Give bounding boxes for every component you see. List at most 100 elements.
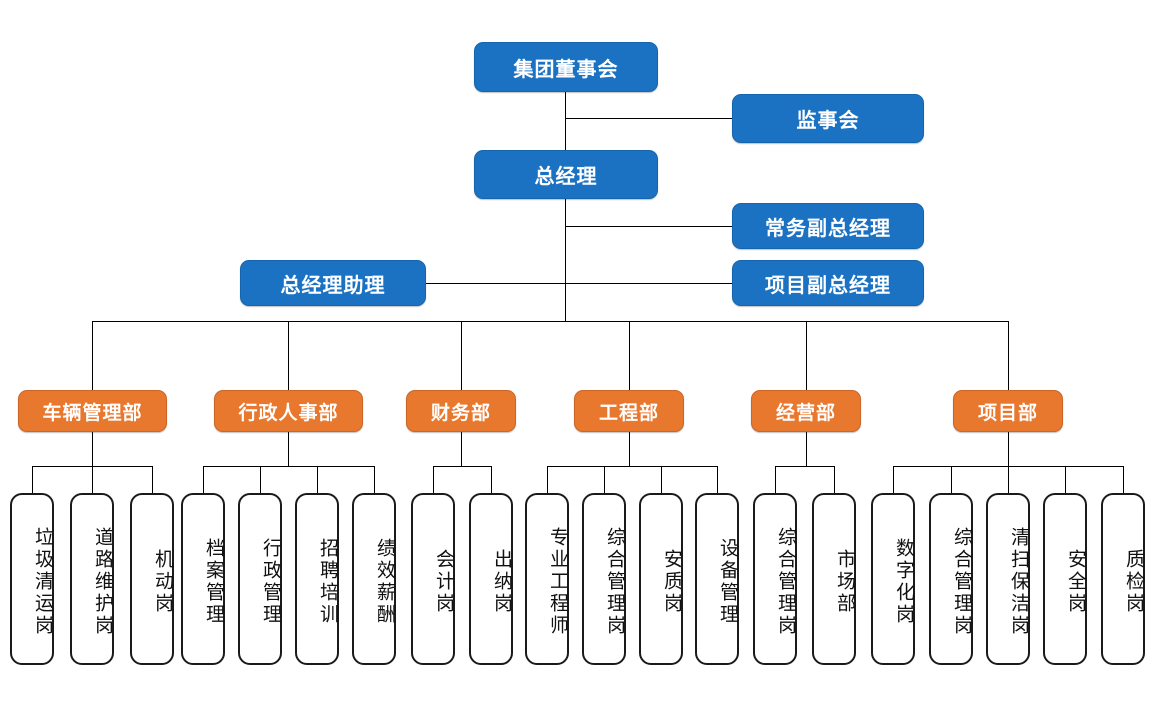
connector-dept-6-post-5 — [1123, 466, 1124, 493]
node-general-manager-label: 总经理 — [534, 166, 598, 188]
node-post-2-1[interactable]: 档案管理 — [181, 493, 225, 665]
connector-dept-2-bus — [203, 466, 374, 467]
node-board-of-directors[interactable]: 集团董事会 — [474, 42, 658, 92]
node-post-3-2[interactable]: 出纳岗 — [469, 493, 513, 665]
node-supervisory-board-label: 监事会 — [796, 110, 860, 132]
connector-dept-6-post-3 — [1008, 466, 1009, 493]
node-post-1-1-label: 垃圾清运岗 — [32, 527, 53, 637]
node-board-of-directors-label: 集团董事会 — [513, 58, 619, 81]
node-exec-vice-general-manager[interactable]: 常务副总经理 — [732, 203, 924, 249]
node-post-3-2-label: 出纳岗 — [491, 549, 512, 615]
connector-dept-4-stem — [629, 432, 630, 466]
connector-bus-to-dept-2 — [288, 321, 289, 390]
node-post-1-1[interactable]: 垃圾清运岗 — [10, 493, 54, 665]
node-department-3-label: 财务部 — [430, 402, 491, 424]
node-department-1-label: 车辆管理部 — [42, 402, 143, 424]
node-post-6-4[interactable]: 安全岗 — [1043, 493, 1087, 665]
connector-gm-stem — [565, 198, 566, 322]
connector-bus-to-dept-3 — [461, 321, 462, 390]
connector-dept-4-post-4 — [717, 466, 718, 493]
node-post-5-1[interactable]: 综合管理岗 — [753, 493, 797, 665]
connector-dept-2-post-3 — [317, 466, 318, 493]
node-post-2-3-label: 招聘培训 — [317, 538, 338, 626]
connector-board-to-gm — [565, 92, 566, 152]
connector-dept-6-post-1 — [893, 466, 894, 493]
connector-bus-to-dept-5 — [806, 321, 807, 390]
department-bus-line — [92, 321, 1009, 322]
connector-dept-3-post-2 — [491, 466, 492, 493]
node-department-6[interactable]: 项目部 — [953, 390, 1063, 432]
node-post-5-2-label: 市场部 — [834, 549, 855, 615]
node-post-2-3[interactable]: 招聘培训 — [295, 493, 339, 665]
connector-dept-3-stem — [461, 432, 462, 466]
connector-dept-5-bus — [775, 466, 834, 467]
connector-dept-4-post-2 — [604, 466, 605, 493]
node-post-6-3[interactable]: 清扫保洁岗 — [986, 493, 1030, 665]
connector-dept-5-stem — [806, 432, 807, 466]
node-post-1-2[interactable]: 道路维护岗 — [70, 493, 114, 665]
connector-dept-6-post-2 — [951, 466, 952, 493]
node-post-2-1-label: 档案管理 — [203, 538, 224, 626]
node-post-4-2[interactable]: 综合管理岗 — [582, 493, 626, 665]
node-post-6-2-label: 综合管理岗 — [951, 527, 972, 637]
node-post-6-3-label: 清扫保洁岗 — [1008, 527, 1029, 637]
node-post-4-4[interactable]: 设备管理 — [695, 493, 739, 665]
node-department-1[interactable]: 车辆管理部 — [18, 390, 167, 432]
node-general-manager-assistant[interactable]: 总经理助理 — [240, 260, 426, 306]
connector-dept-2-post-4 — [374, 466, 375, 493]
node-post-6-2[interactable]: 综合管理岗 — [929, 493, 973, 665]
connector-dept-1-post-3 — [152, 466, 153, 493]
node-post-2-2-label: 行政管理 — [260, 538, 281, 626]
node-exec-vice-general-manager-label: 常务副总经理 — [765, 217, 891, 240]
node-department-4[interactable]: 工程部 — [574, 390, 684, 432]
node-general-manager[interactable]: 总经理 — [474, 150, 658, 199]
node-project-vice-general-manager-label: 项目副总经理 — [765, 274, 891, 297]
connector-dept-2-stem — [288, 432, 289, 466]
connector-dept-2-post-1 — [203, 466, 204, 493]
connector-gmstem-to-exec-vice — [565, 226, 732, 227]
node-general-manager-assistant-label: 总经理助理 — [280, 274, 386, 297]
node-post-4-1-label: 专业工程师 — [547, 527, 568, 637]
node-post-6-1[interactable]: 数字化岗 — [871, 493, 915, 665]
connector-dept-4-bus — [547, 466, 717, 467]
node-department-2-label: 行政人事部 — [238, 402, 339, 424]
node-post-3-1[interactable]: 会计岗 — [411, 493, 455, 665]
connector-dept-6-post-4 — [1065, 466, 1066, 493]
node-post-1-3[interactable]: 机动岗 — [130, 493, 174, 665]
connector-dept-1-post-2 — [92, 466, 93, 493]
connector-assistant-to-gmstem — [425, 283, 565, 284]
node-post-6-5-label: 质检岗 — [1123, 549, 1144, 615]
node-post-6-5[interactable]: 质检岗 — [1101, 493, 1145, 665]
node-department-2[interactable]: 行政人事部 — [214, 390, 363, 432]
node-department-3[interactable]: 财务部 — [406, 390, 516, 432]
connector-bus-to-dept-6 — [1008, 321, 1009, 390]
node-post-4-2-label: 综合管理岗 — [604, 527, 625, 637]
connector-dept-5-post-2 — [834, 466, 835, 493]
node-post-4-1[interactable]: 专业工程师 — [525, 493, 569, 665]
node-post-6-4-label: 安全岗 — [1065, 549, 1086, 615]
node-post-4-3[interactable]: 安质岗 — [639, 493, 683, 665]
connector-dept-3-post-1 — [433, 466, 434, 493]
connector-dept-6-stem — [1008, 432, 1009, 466]
connector-dept-5-post-1 — [775, 466, 776, 493]
node-department-5-label: 经营部 — [775, 402, 836, 424]
connector-gmstem-to-supervisory — [565, 118, 732, 119]
node-post-5-1-label: 综合管理岗 — [775, 527, 796, 637]
node-post-1-2-label: 道路维护岗 — [92, 527, 113, 637]
node-post-2-2[interactable]: 行政管理 — [238, 493, 282, 665]
node-post-4-4-label: 设备管理 — [717, 538, 738, 626]
node-post-2-4-label: 绩效薪酬 — [374, 538, 395, 626]
connector-dept-1-post-1 — [32, 466, 33, 493]
node-post-6-1-label: 数字化岗 — [893, 538, 914, 626]
connector-dept-4-post-1 — [547, 466, 548, 493]
node-post-5-2[interactable]: 市场部 — [812, 493, 856, 665]
node-department-5[interactable]: 经营部 — [751, 390, 861, 432]
connector-dept-1-stem — [92, 432, 93, 466]
node-post-2-4[interactable]: 绩效薪酬 — [352, 493, 396, 665]
node-supervisory-board[interactable]: 监事会 — [732, 94, 924, 143]
node-post-1-3-label: 机动岗 — [152, 549, 173, 615]
node-project-vice-general-manager[interactable]: 项目副总经理 — [732, 260, 924, 306]
connector-dept-3-bus — [433, 466, 491, 467]
connector-bus-to-dept-1 — [92, 321, 93, 390]
